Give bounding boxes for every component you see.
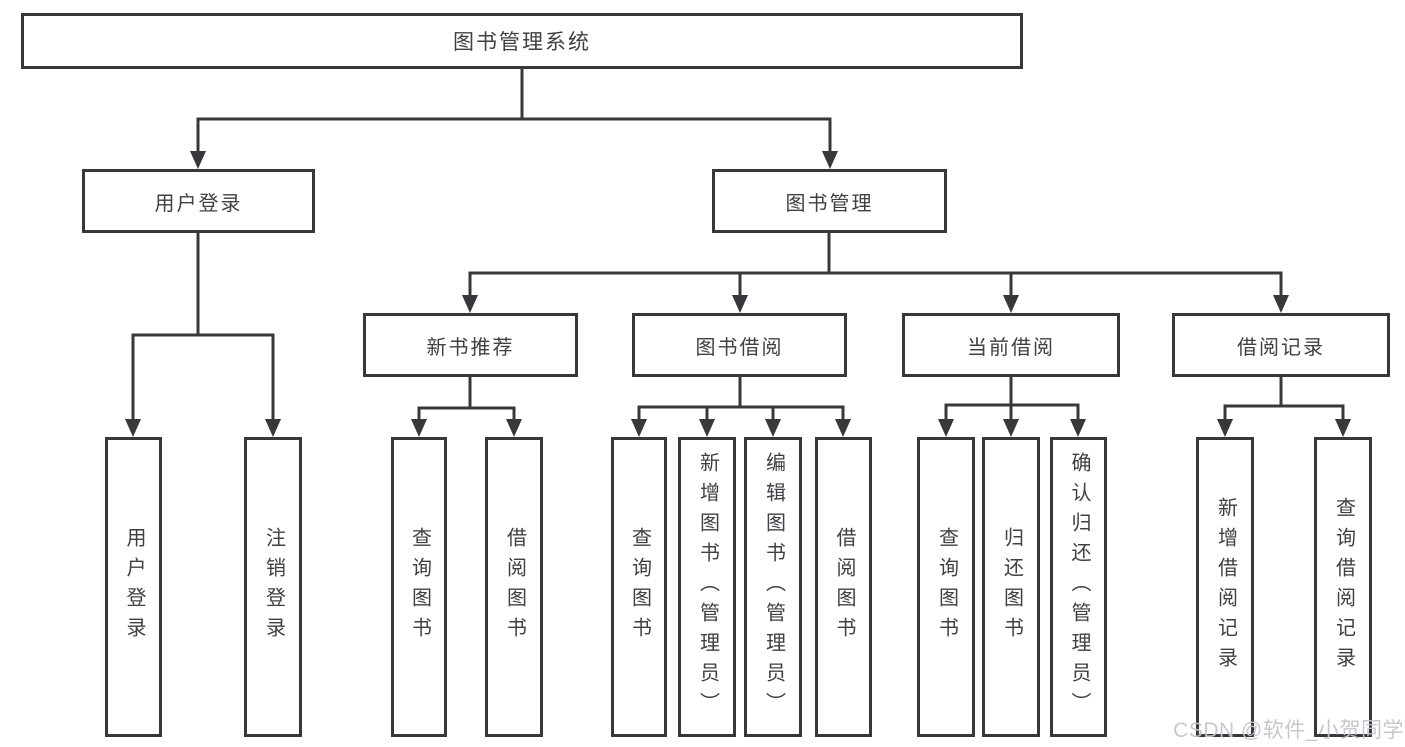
node-leaf-query-books: 查询图书 — [611, 437, 667, 737]
node-new-book-recommend-label: 新书推荐 — [426, 336, 515, 359]
node-leaf-query-borrow-record: 查询借阅记录 — [1314, 437, 1372, 737]
node-borrow-records-label: 借阅记录 — [1237, 336, 1325, 359]
node-leaf-confirm-return-admin-label: 确认归还（管理员） — [1068, 452, 1090, 722]
node-leaf-add-books-admin: 新增图书（管理员） — [678, 437, 736, 737]
node-leaf-edit-books-admin: 编辑图书（管理员） — [744, 437, 802, 737]
node-leaf-borrow-books-label: 借阅图书 — [833, 527, 855, 647]
connector-new-book-to-leaves — [417, 375, 516, 423]
node-book-management: 图书管理 — [712, 169, 947, 233]
node-new-book-recommend: 新书推荐 — [363, 313, 578, 377]
connector-user-login-to-leaves — [131, 231, 275, 423]
node-leaf-edit-books-admin-label: 编辑图书（管理员） — [762, 452, 785, 722]
node-leaf-user-login-label: 用户登录 — [123, 527, 145, 647]
node-book-management-label: 图书管理 — [785, 192, 874, 215]
node-leaf-return-books: 归还图书 — [982, 437, 1040, 737]
node-leaf-borrow-books-recommend: 借阅图书 — [485, 437, 543, 737]
node-leaf-logout: 注销登录 — [244, 437, 302, 737]
connector-book-mgmt-to-level2 — [468, 231, 1283, 299]
node-leaf-logout-label: 注销登录 — [262, 527, 285, 647]
node-leaf-add-borrow-record: 新增借阅记录 — [1196, 437, 1254, 737]
csdn-watermark: CSDN @软件_小贺同学 — [1173, 719, 1404, 742]
node-leaf-query-borrow-record-label: 查询借阅记录 — [1332, 497, 1355, 677]
connector-current-borrow-to-leaves — [944, 375, 1080, 423]
node-user-login-label: 用户登录 — [154, 192, 243, 215]
node-leaf-borrow-books-recommend-label: 借阅图书 — [503, 527, 526, 647]
node-leaf-borrow-books: 借阅图书 — [815, 437, 872, 737]
node-current-borrow-label: 当前借阅 — [967, 336, 1055, 359]
connector-book-borrow-to-leaves — [637, 375, 845, 423]
connector-borrow-records-to-leaves — [1223, 375, 1345, 423]
node-borrow-records: 借阅记录 — [1172, 313, 1390, 377]
node-leaf-query-books-current-label: 查询图书 — [935, 527, 958, 647]
connector-root-to-level1 — [196, 67, 832, 155]
node-book-borrow: 图书借阅 — [632, 313, 847, 377]
node-leaf-add-borrow-record-label: 新增借阅记录 — [1214, 497, 1237, 677]
node-leaf-query-books-current: 查询图书 — [917, 437, 975, 737]
node-leaf-add-books-admin-label: 新增图书（管理员） — [696, 452, 719, 722]
node-root-label: 图书管理系统 — [453, 31, 591, 54]
node-root: 图书管理系统 — [21, 13, 1023, 69]
node-current-borrow: 当前借阅 — [902, 313, 1120, 377]
node-leaf-query-books-label: 查询图书 — [628, 527, 651, 647]
node-leaf-return-books-label: 归还图书 — [1000, 527, 1023, 647]
node-book-borrow-label: 图书借阅 — [695, 336, 784, 359]
node-leaf-query-books-recommend-label: 查询图书 — [408, 527, 431, 647]
node-user-login: 用户登录 — [82, 169, 315, 233]
node-leaf-confirm-return-admin: 确认归还（管理员） — [1050, 437, 1107, 737]
node-leaf-user-login: 用户登录 — [105, 437, 162, 737]
node-leaf-query-books-recommend: 查询图书 — [391, 437, 447, 737]
arrowheads — [125, 151, 1351, 437]
